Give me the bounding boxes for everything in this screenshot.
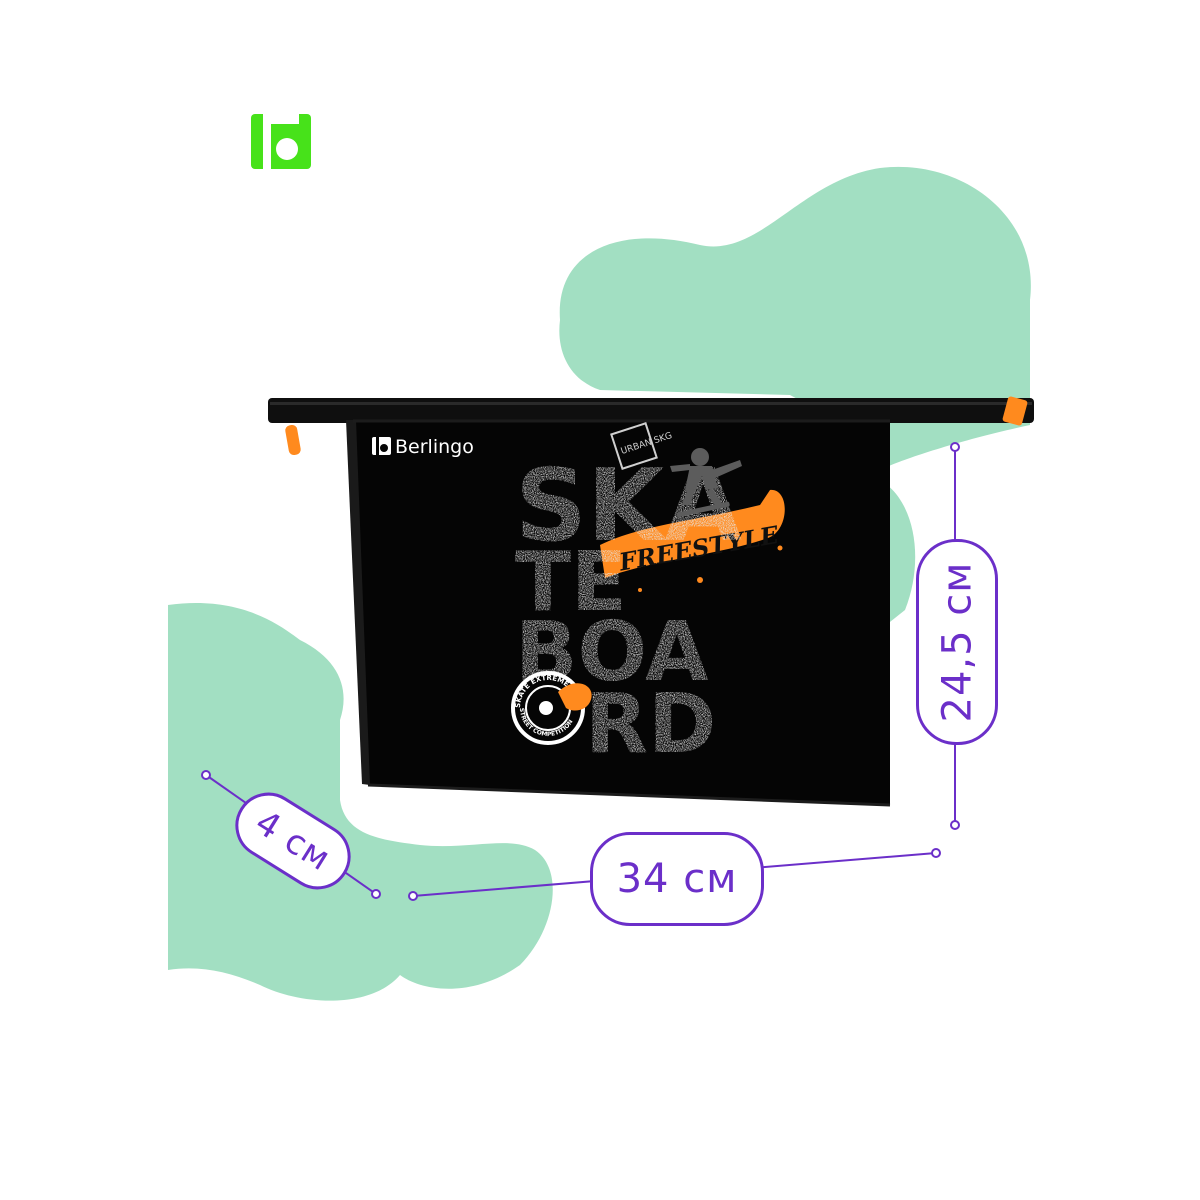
background-blob-top [559,166,1031,470]
skater-silhouette [670,448,742,518]
height-dimension-label: 24,5 см [916,539,998,745]
folder-brand-label: Berlingo [395,436,474,458]
brand-logo-icon [251,114,311,169]
skateboard-title: SKA TE BOA RD [515,447,742,772]
folder-brand-icon [372,437,391,455]
width-dimension-label: 34 см [590,832,764,926]
word-rd: RD [585,677,716,772]
background-blob-bottom [168,603,553,1001]
skate-extreme-badge: SKATE EXTREME STREET COMPETITION [511,671,592,745]
height-dimension-text: 24,5 см [934,561,981,723]
word-te: TE [515,535,627,630]
